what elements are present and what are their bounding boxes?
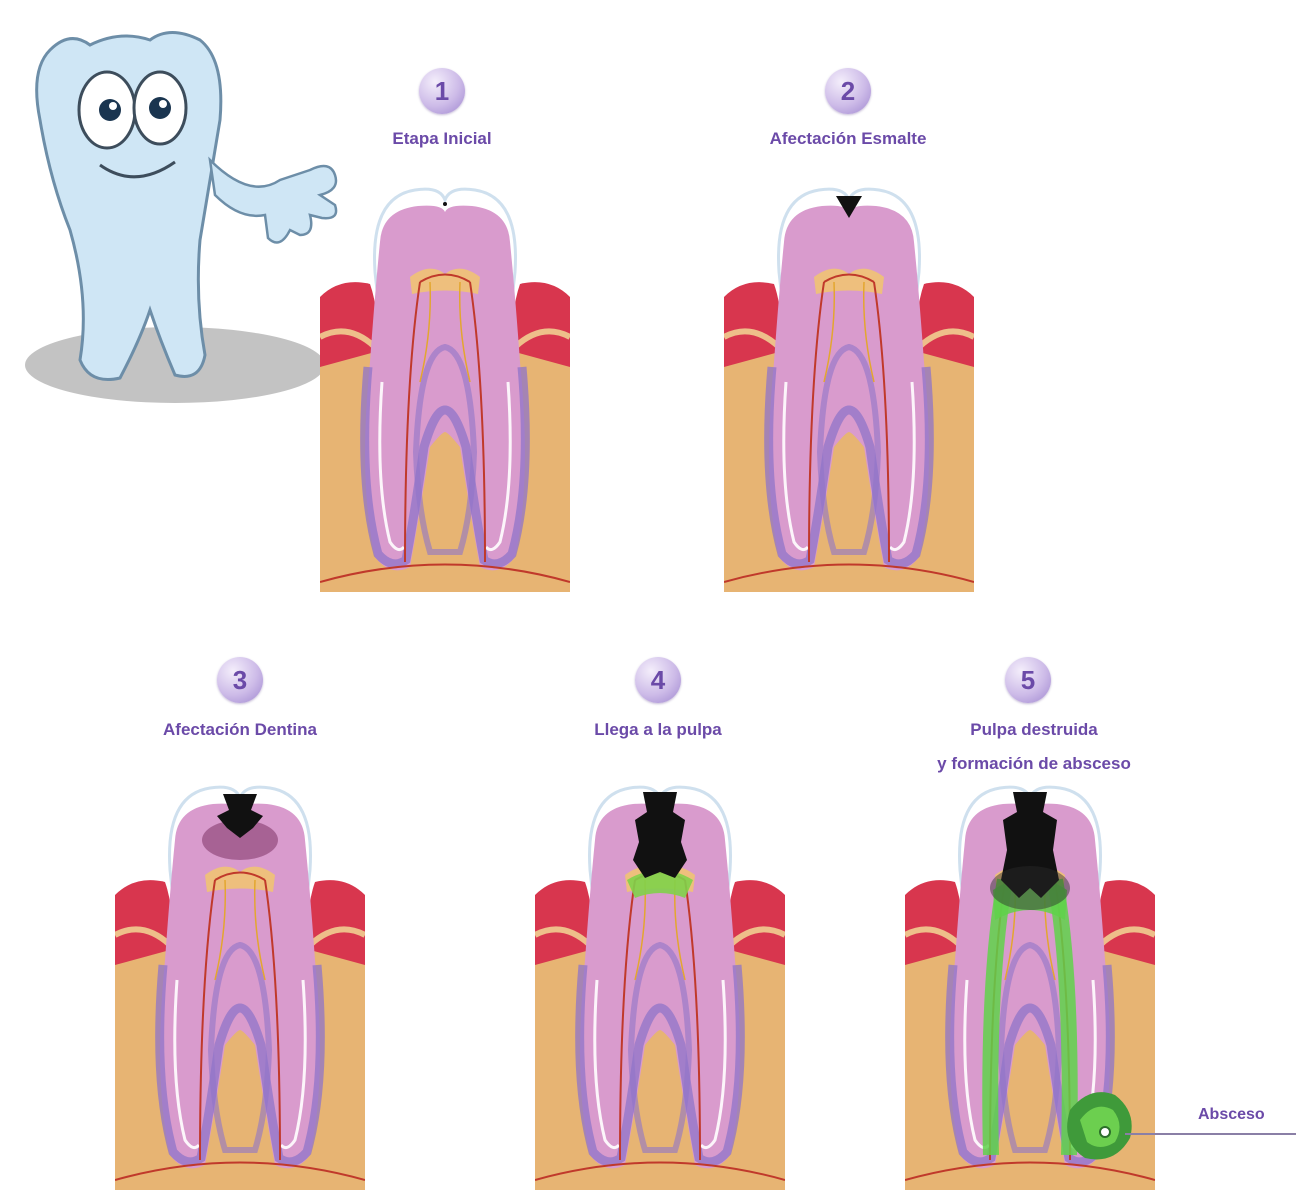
abscess-pointer-line xyxy=(1125,1133,1296,1135)
tooth-stage-1 xyxy=(320,182,570,592)
abscess-label: Absceso xyxy=(1198,1106,1265,1124)
stage-4-badge: 4 xyxy=(635,657,681,703)
tooth-stage-5 xyxy=(905,780,1155,1190)
stage-1-badge: 1 xyxy=(419,68,465,114)
stage-1-label: Etapa Inicial xyxy=(392,127,491,151)
stage-3-label: Afectación Dentina xyxy=(163,718,317,742)
stage-5-badge: 5 xyxy=(1005,657,1051,703)
tooth-stage-4 xyxy=(535,780,785,1190)
tooth-stage-3 xyxy=(115,780,365,1190)
tooth-stage-2 xyxy=(724,182,974,592)
stage-2-badge: 2 xyxy=(825,68,871,114)
stage-2-label: Afectación Esmalte xyxy=(770,127,927,151)
stage-5-label-line1: Pulpa destruida xyxy=(970,718,1098,742)
stage-4-label: Llega a la pulpa xyxy=(594,718,722,742)
stage-3-badge: 3 xyxy=(217,657,263,703)
tooth-mascot-icon xyxy=(10,10,350,410)
stage-5-label-line2: y formación de absceso xyxy=(937,752,1131,776)
